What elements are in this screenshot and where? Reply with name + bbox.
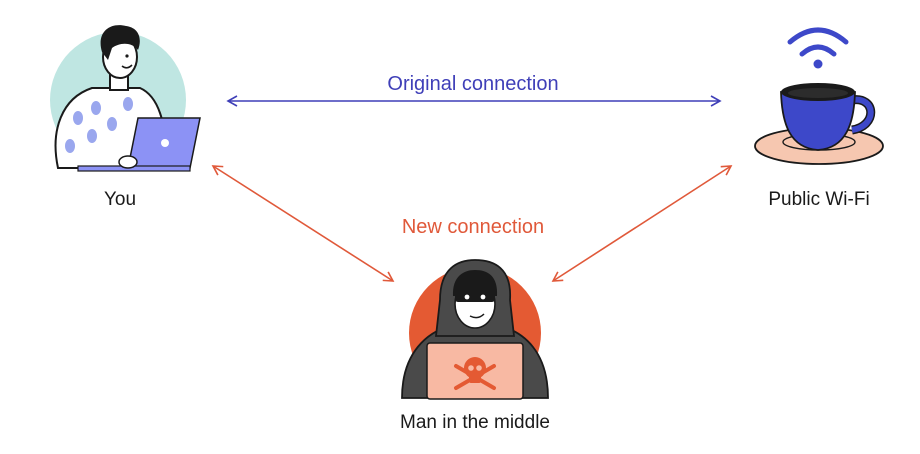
hacker-icon xyxy=(401,259,549,400)
original-connection-label: Original connection xyxy=(387,73,559,95)
new-connection-arrow-left xyxy=(211,165,395,282)
wifi-signal-icon xyxy=(787,27,849,45)
wifi-coffee-cup-icon xyxy=(754,27,884,165)
new-connection-label: New connection xyxy=(401,216,545,238)
skull-crossbones-icon xyxy=(454,357,496,390)
you-person-icon xyxy=(50,25,201,172)
man-in-the-middle-label: Man in the middle xyxy=(400,412,550,433)
new-connection-arrow-right xyxy=(551,165,733,282)
public-wifi-label: Public Wi-Fi xyxy=(768,189,870,210)
you-label: You xyxy=(103,189,137,210)
